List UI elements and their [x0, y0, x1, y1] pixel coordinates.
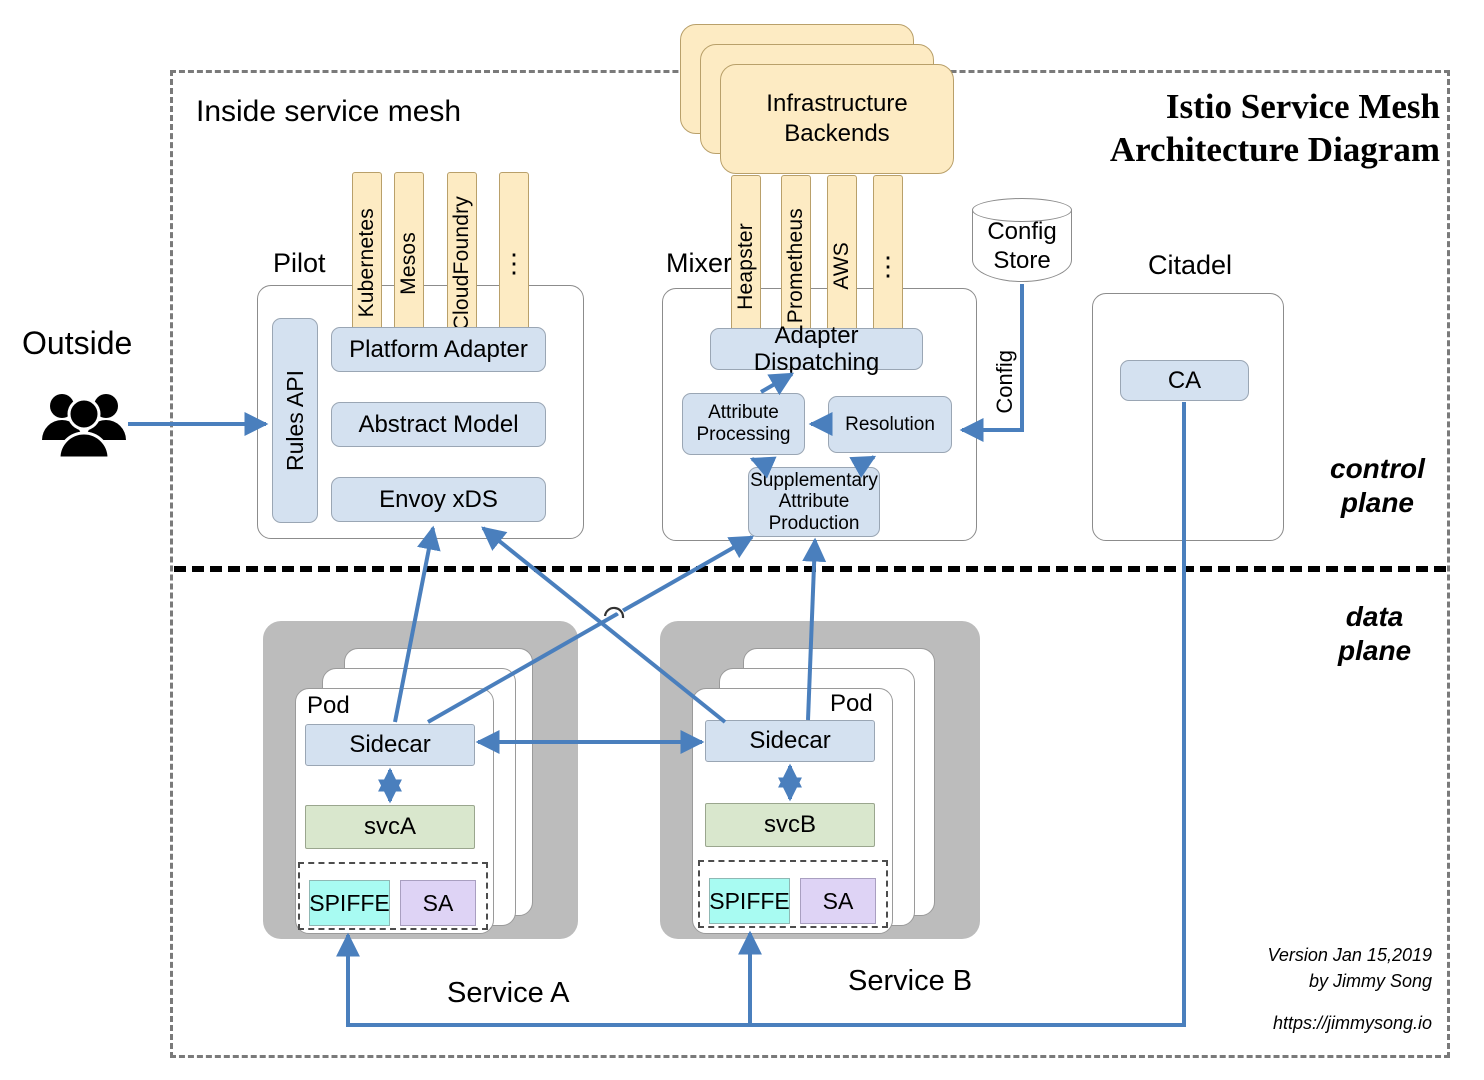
service-b-sa: SA [800, 878, 876, 924]
service-b-sidecar: Sidecar [705, 720, 875, 762]
infrastructure-backends-card-1: Infrastructure Backends [720, 64, 954, 174]
pilot-adapter-kubernetes-label: Kubernetes [355, 208, 378, 318]
infrastructure-backends-label-line2: Backends [784, 120, 890, 147]
pilot-abstract-model: Abstract Model [331, 402, 546, 447]
mixer-supplementary-line2: Attribute [778, 491, 850, 513]
mixer-attribute-processing: Attribute Processing [682, 393, 805, 455]
control-data-plane-divider [174, 566, 1446, 572]
service-a-spiffe: SPIFFE [309, 880, 390, 926]
pilot-adapter-mesos: Mesos [394, 172, 424, 354]
mixer-supplementary-line1: Supplementary [750, 469, 878, 491]
mixer-attribute-processing-line1: Attribute [708, 402, 779, 424]
footer-author: by Jimmy Song [1308, 970, 1432, 991]
config-store-cylinder: Config Store [972, 198, 1072, 284]
service-a-sa: SA [400, 880, 476, 926]
mixer-supplementary-attribute-production: Supplementary Attribute Production [748, 467, 880, 537]
diagram-title-line2: Architecture Diagram [1109, 129, 1440, 169]
mixer-title: Mixer [666, 248, 732, 278]
mixer-adapter-aws-label: AWS [830, 242, 853, 290]
service-b-svc: svcB [705, 803, 875, 847]
pilot-envoy-xds: Envoy xDS [331, 477, 546, 522]
service-a-pod-label: Pod [307, 692, 350, 719]
service-b-spiffe: SPIFFE [709, 878, 790, 924]
service-b-name: Service B [848, 965, 973, 997]
control-plane-label: control plane [1330, 452, 1425, 520]
service-a-svc: svcA [305, 805, 475, 849]
mixer-attribute-processing-line2: Processing [696, 424, 791, 445]
mesh-boundary-label: Inside service mesh [196, 95, 462, 128]
footer-version: Version Jan 15,2019 [1267, 944, 1432, 965]
mixer-adapter-aws: AWS [827, 175, 857, 357]
outside-label: Outside [22, 325, 133, 361]
mixer-adapter-more-label: ⋮ [875, 250, 901, 281]
citadel-frame [1092, 293, 1284, 541]
citadel-title: Citadel [1148, 250, 1233, 280]
pilot-adapter-cloudfoundry-label: CloudFoundry [450, 195, 473, 331]
data-plane-label-line1: data [1345, 601, 1404, 632]
service-a-name: Service A [447, 977, 570, 1009]
pilot-adapter-more-label: ⋮ [501, 247, 527, 278]
diagram-title-line1: Istio Service Mesh [1165, 87, 1440, 126]
service-a-sidecar: Sidecar [305, 724, 475, 766]
pilot-rules-api: Rules API [272, 318, 318, 523]
pilot-title: Pilot [273, 248, 326, 278]
config-edge-label: Config [992, 350, 1017, 414]
config-store-label-line1: Config [987, 218, 1057, 245]
config-store-label-line2: Store [993, 246, 1051, 274]
data-plane-label: data plane [1338, 600, 1411, 668]
data-plane-label-line2: plane [1338, 635, 1412, 667]
mixer-adapter-prometheus-label: Prometheus [784, 208, 807, 324]
pilot-adapter-kubernetes: Kubernetes [352, 172, 382, 354]
citadel-ca: CA [1120, 360, 1249, 401]
mixer-resolution: Resolution [828, 396, 952, 453]
control-plane-label-line1: control [1330, 453, 1425, 484]
service-b-pod-label: Pod [830, 690, 873, 717]
mixer-adapter-heapster: Heapster [731, 175, 761, 357]
pilot-rules-api-label: Rules API [281, 370, 308, 471]
mixer-adapter-heapster-label: Heapster [734, 222, 757, 310]
infrastructure-backends-label-line1: Infrastructure [766, 90, 908, 117]
footer-credits: Version Jan 15,2019 by Jimmy Song https:… [1268, 942, 1432, 1036]
mixer-adapter-dispatching: Adapter Dispatching [710, 322, 923, 376]
diagram-title: Istio Service Mesh Architecture Diagram [1110, 86, 1440, 171]
mixer-supplementary-line3: Production [768, 512, 860, 534]
pilot-adapter-mesos-label: Mesos [397, 231, 420, 295]
pilot-adapter-more: ⋮ [499, 172, 529, 354]
people-icon [38, 388, 130, 460]
control-plane-label-line2: plane [1340, 487, 1415, 519]
mixer-adapter-more: ⋮ [873, 175, 903, 357]
pilot-adapter-cloudfoundry: CloudFoundry [447, 172, 477, 354]
footer-url: https://jimmysong.io [1272, 1012, 1432, 1033]
pilot-platform-adapter: Platform Adapter [331, 327, 546, 372]
